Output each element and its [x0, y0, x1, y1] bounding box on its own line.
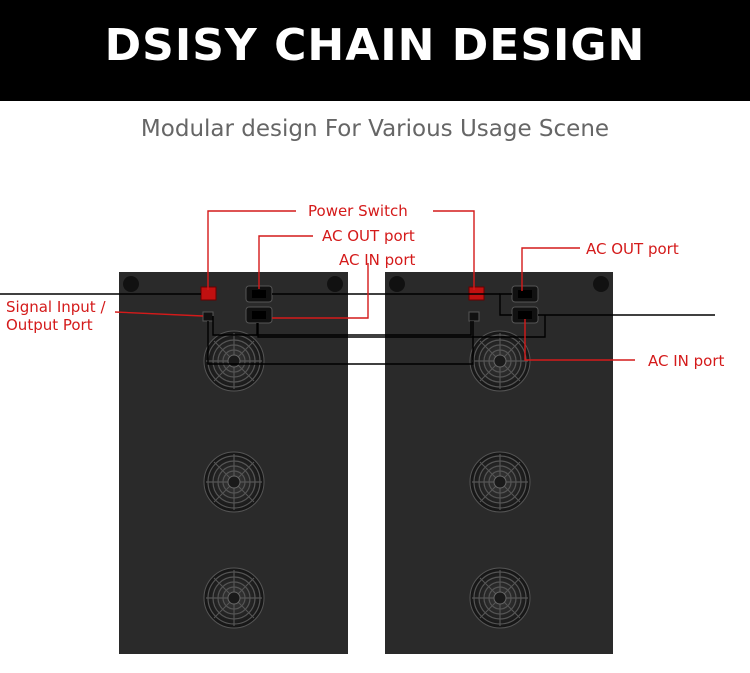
left-foot-icon [327, 276, 343, 292]
fan-icon [203, 451, 265, 513]
page-title: DSISY CHAIN DESIGN [104, 20, 646, 71]
ac-out-label-left: AC OUT port [322, 227, 415, 245]
right-signal-port-icon [468, 311, 480, 322]
left-signal-port-icon [202, 311, 214, 322]
fan-icon [203, 330, 265, 392]
header-banner: DSISY CHAIN DESIGN [0, 0, 750, 101]
ac-out-label-right: AC OUT port [586, 240, 679, 258]
connection-cables [0, 293, 715, 365]
left-foot-icon [123, 276, 139, 292]
right-foot-icon [593, 276, 609, 292]
signal-label-line2: Output Port [6, 316, 93, 334]
signal-label-line1: Signal Input / [6, 298, 106, 316]
fan-icon [469, 330, 531, 392]
fan-icon [203, 567, 265, 629]
callout-lines [114, 210, 635, 361]
ac-in-label-left: AC IN port [339, 251, 416, 269]
right-panel [385, 272, 613, 654]
fan-icon [469, 451, 531, 513]
power-switch-label: Power Switch [308, 202, 408, 220]
fan-icon [469, 567, 531, 629]
ac-in-label-right: AC IN port [648, 352, 725, 370]
subtitle: Modular design For Various Usage Scene [140, 116, 610, 142]
left-panel [119, 272, 348, 654]
right-foot-icon [389, 276, 405, 292]
